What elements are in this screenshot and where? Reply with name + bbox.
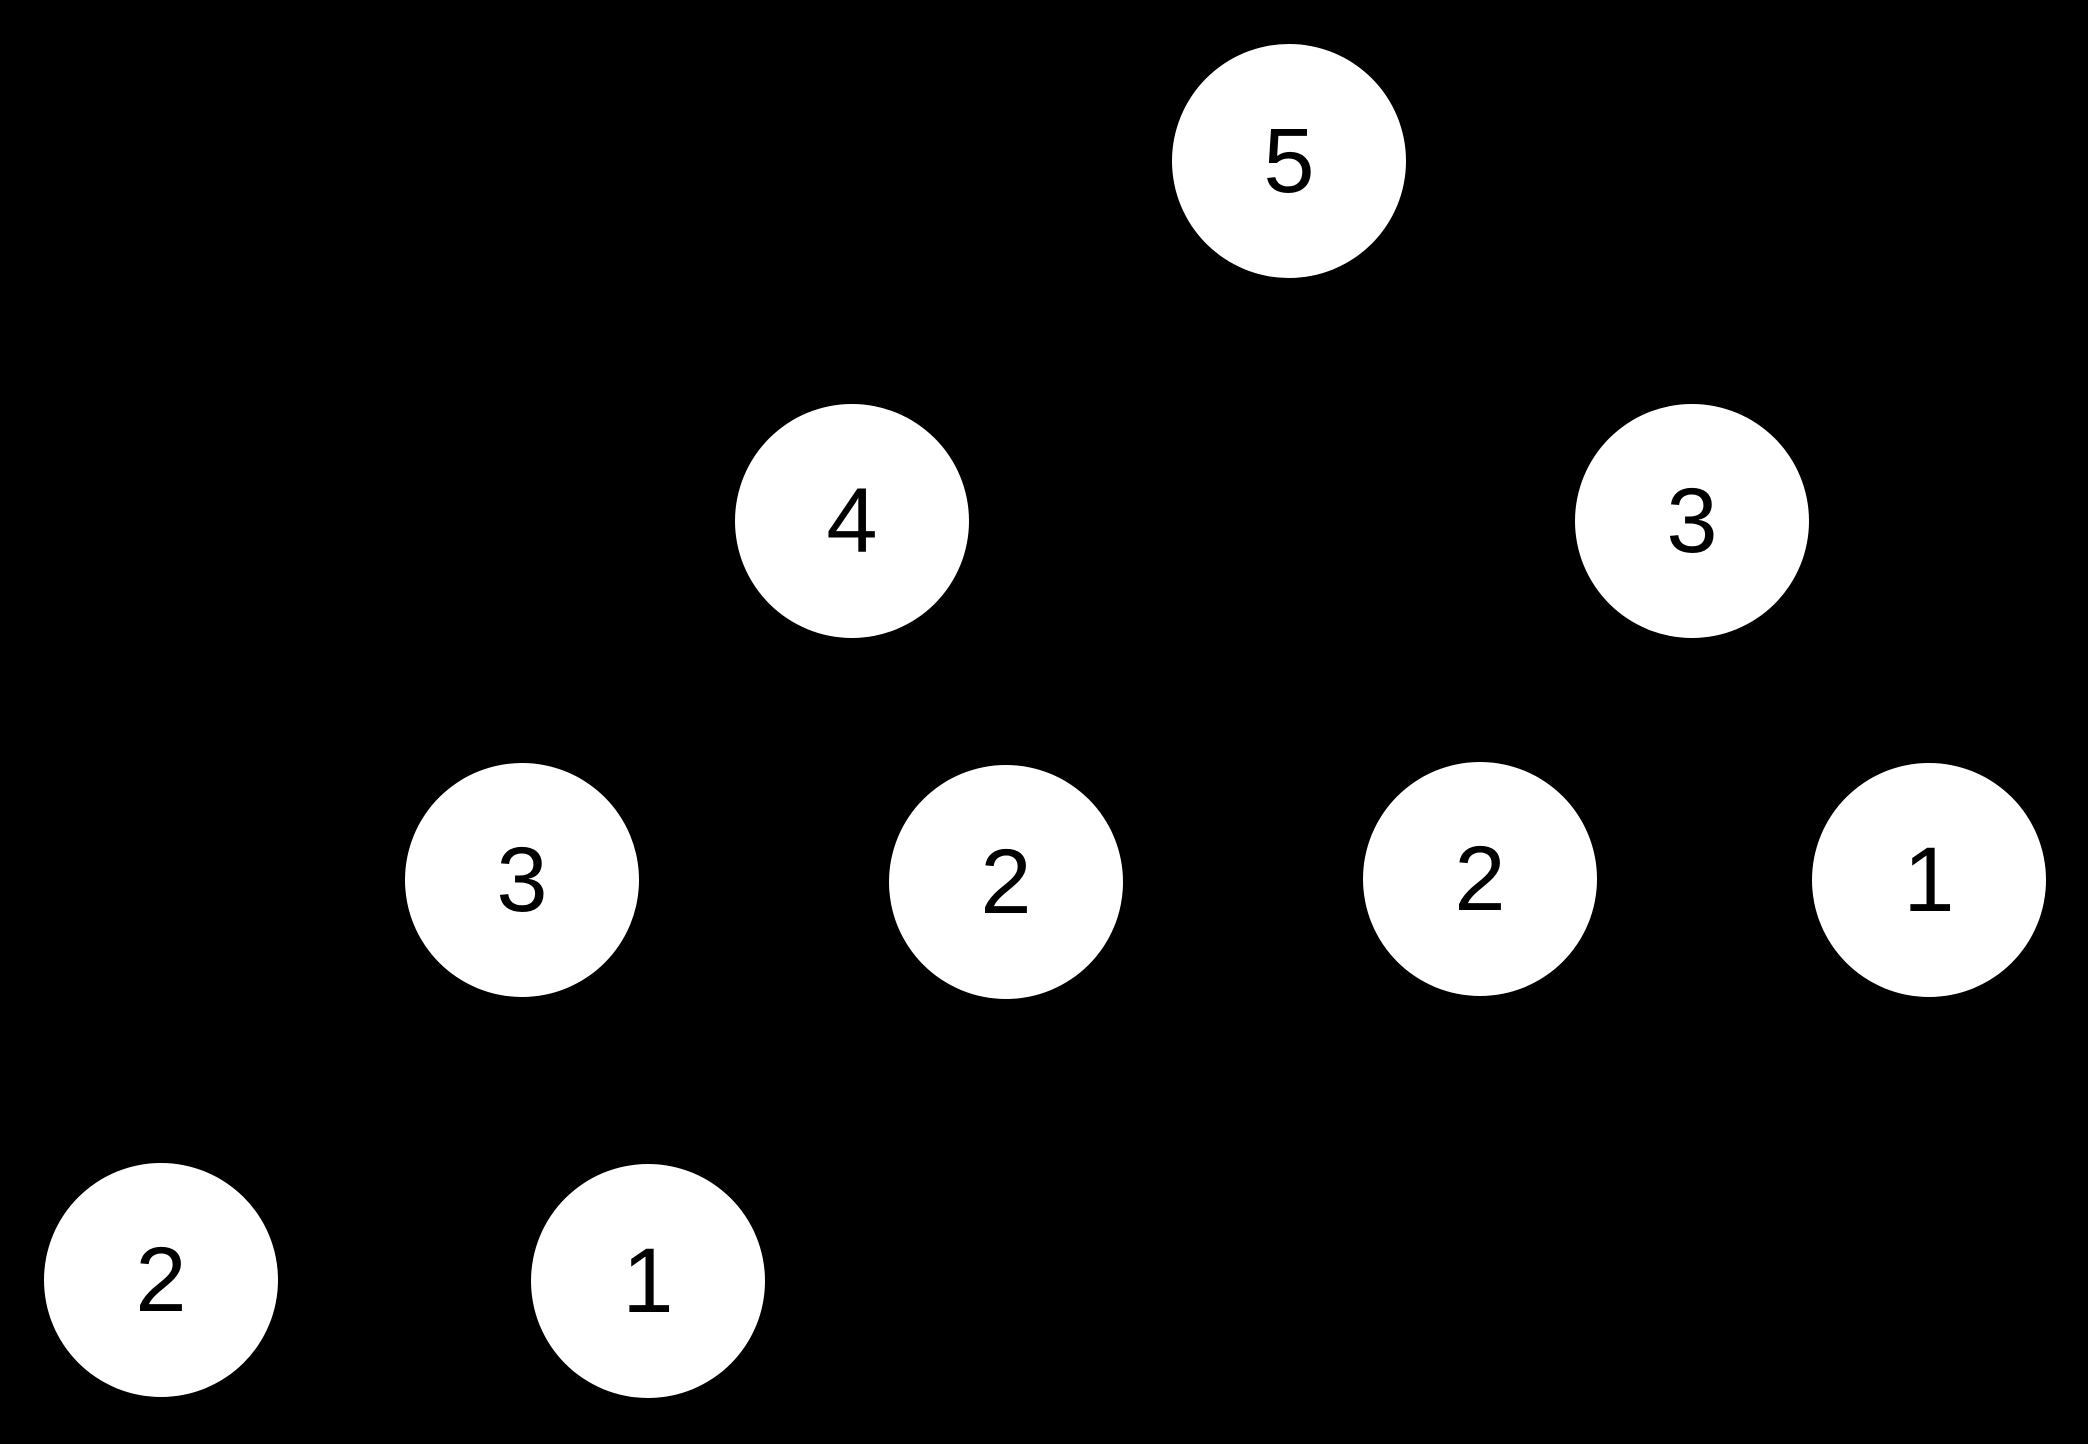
tree-node-3-right: 3 xyxy=(1575,404,1809,638)
tree-node-2-mid-left: 2 xyxy=(889,765,1123,999)
tree-node-1-right: 1 xyxy=(1812,763,2046,997)
tree-node-2-bottom: 2 xyxy=(44,1163,278,1397)
node-label: 5 xyxy=(1263,110,1315,212)
node-label: 3 xyxy=(496,829,548,931)
node-label: 2 xyxy=(135,1229,187,1331)
node-label: 3 xyxy=(1666,470,1718,572)
node-label: 2 xyxy=(1454,828,1506,930)
tree-node-3-left: 3 xyxy=(405,763,639,997)
tree-node-2-mid-right: 2 xyxy=(1363,762,1597,996)
tree-node-1-bottom: 1 xyxy=(531,1164,765,1398)
node-label: 4 xyxy=(826,470,878,572)
node-label: 1 xyxy=(622,1230,674,1332)
tree-node-5-root: 5 xyxy=(1172,44,1406,278)
node-label: 1 xyxy=(1903,829,1955,931)
tree-node-4: 4 xyxy=(735,404,969,638)
node-label: 2 xyxy=(980,831,1032,933)
